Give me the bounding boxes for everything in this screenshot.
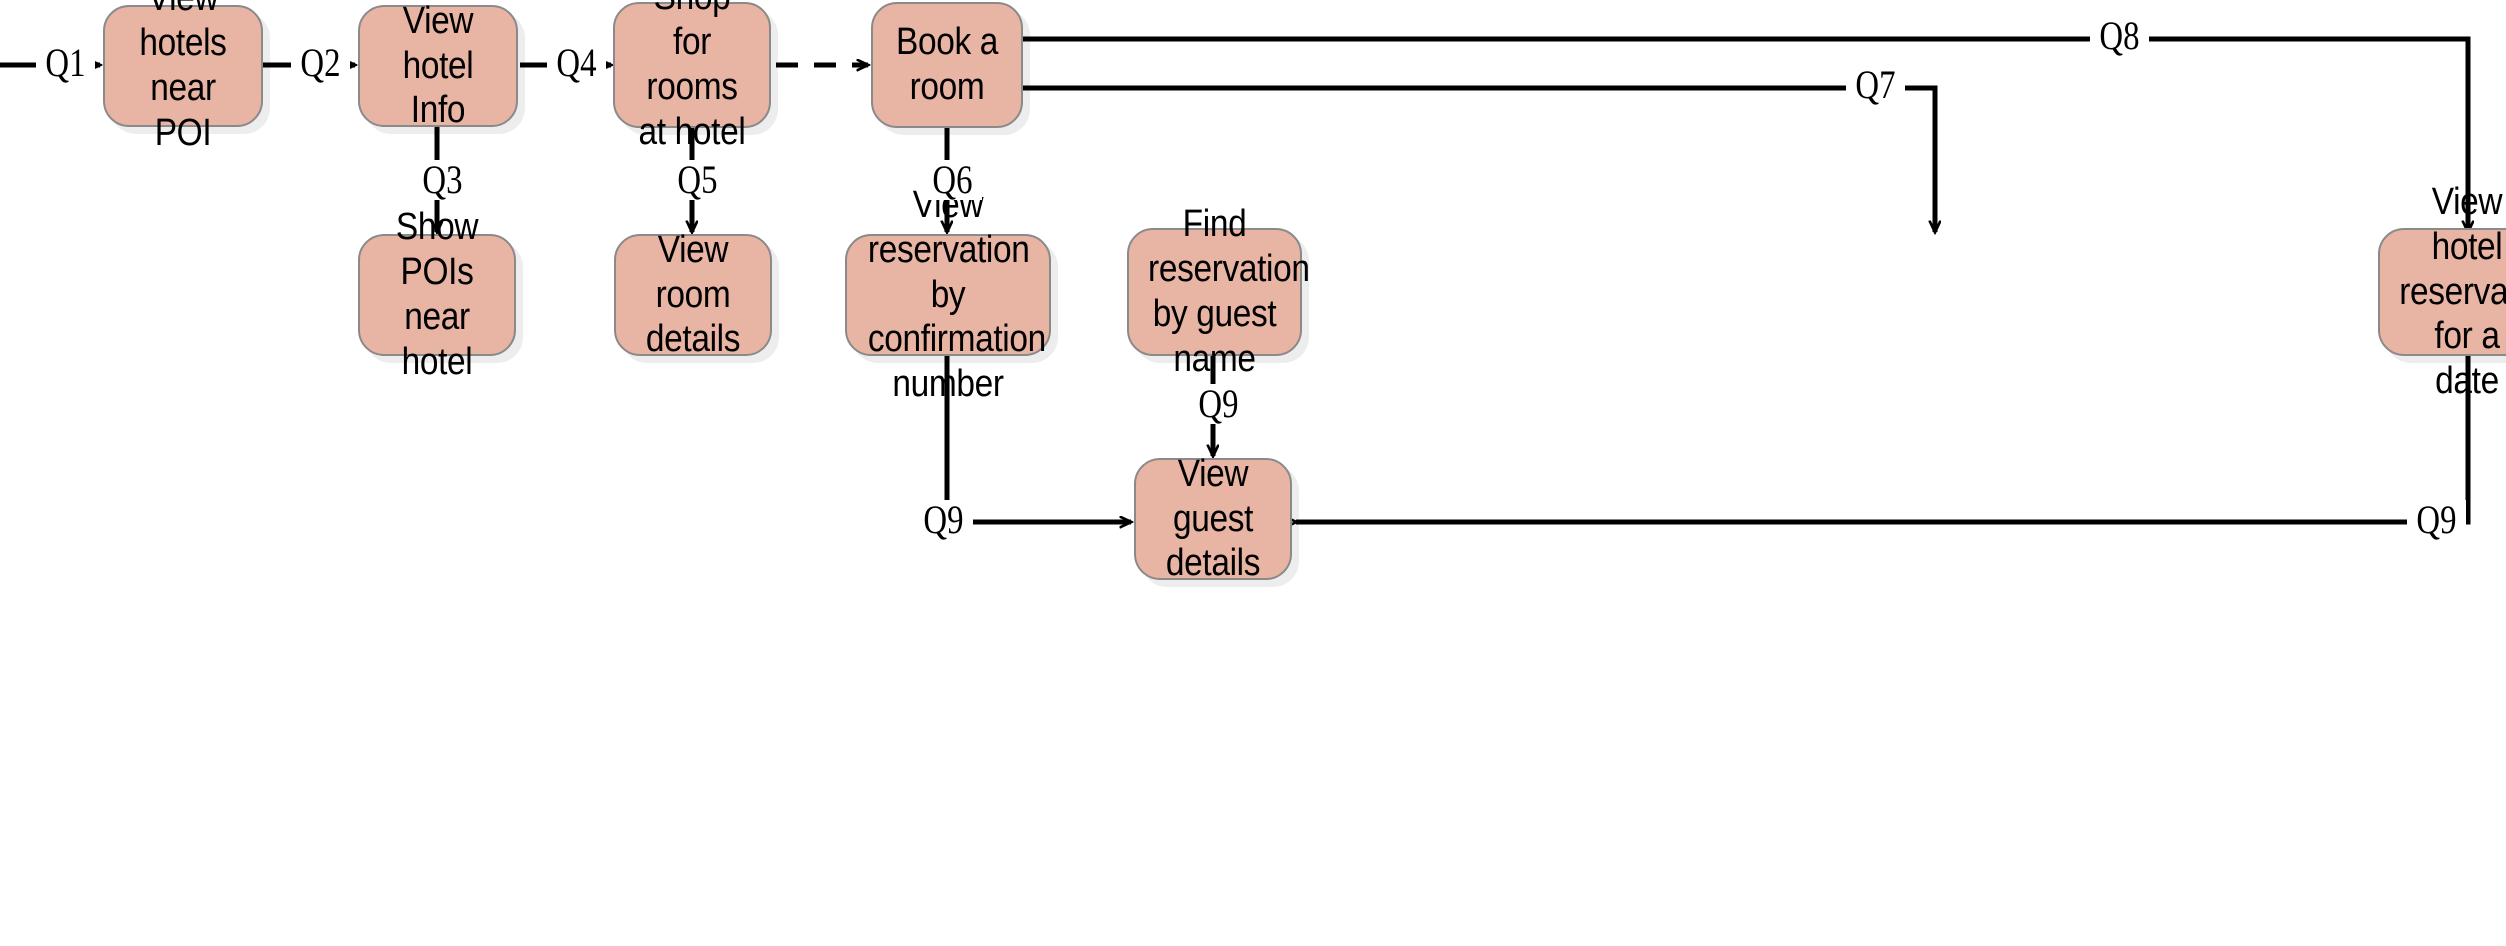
node-view-hotels-near-poi[interactable]: View hotels near POI (103, 0, 263, 154)
edge-label-q7: Q7 (1846, 65, 1905, 105)
edge-label-q9c: Q9 (2407, 500, 2466, 540)
node-book-a-room[interactable]: Book a room (871, 2, 1023, 128)
node-label: View guest details (1165, 452, 1261, 585)
edge-label-q5: Q5 (668, 160, 727, 200)
edge-label-q8: Q8 (2090, 16, 2149, 56)
node-shop-for-rooms-at-hotel[interactable]: Shop for rooms at hotel (613, 0, 771, 153)
edge-label-q1: Q1 (36, 43, 95, 83)
edge-q8 (1022, 36, 2468, 232)
node-label: Shop for rooms at hotel (638, 0, 746, 153)
node-label: View hotel reservations for a date (2399, 180, 2506, 403)
node-find-reservation-by-guest-name[interactable]: Find reservation by guest name (1127, 203, 1310, 380)
edge-label-q9a: Q9 (914, 500, 973, 540)
edge-label-q3: Q3 (413, 160, 472, 200)
node-view-room-details[interactable]: View room details (614, 229, 772, 360)
node-label: View room details (645, 228, 741, 361)
node-label: View hotel Info (402, 0, 474, 132)
edge-q7 (1022, 85, 1935, 232)
edge-q9c (1296, 354, 2471, 522)
node-show-pois-near-hotel[interactable]: Show POIs near hotel (358, 206, 516, 383)
node-label: View hotels near POI (139, 0, 227, 154)
edge-label-q9b: Q9 (1189, 384, 1248, 424)
edge-label-q4: Q4 (547, 43, 606, 83)
node-view-reservation-by-confirmation-number[interactable]: View reservation by confirmation number (845, 184, 1051, 405)
node-view-hotel-info[interactable]: View hotel Info (358, 0, 518, 131)
node-view-guest-details[interactable]: View guest details (1134, 453, 1292, 584)
edge-label-q6: Q6 (923, 160, 982, 200)
edge-label-q2: Q2 (291, 43, 350, 83)
node-view-hotel-reservations-for-a-date[interactable]: View hotel reservations for a date (2378, 181, 2506, 402)
node-label: View reservation by confirmation number (867, 183, 1046, 406)
node-label: Book a room (896, 21, 998, 108)
node-label: Find reservation by guest name (1148, 203, 1310, 380)
node-label: Show POIs near hotel (395, 206, 479, 383)
